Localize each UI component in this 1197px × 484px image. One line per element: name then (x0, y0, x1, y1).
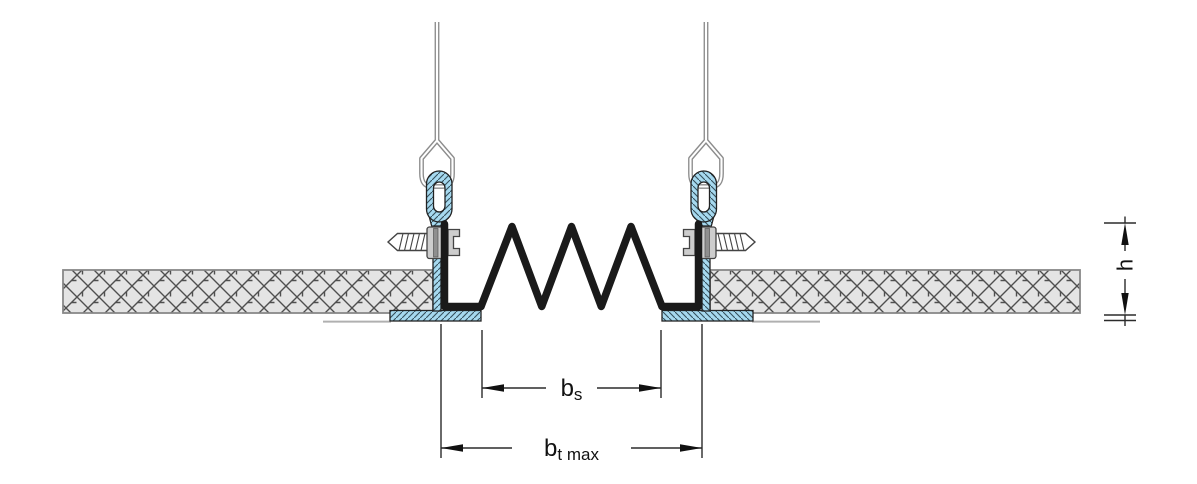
dimension-bt-max: bt max (440, 324, 703, 464)
dimension-h: h (1104, 216, 1138, 326)
dimension-bs: bs (481, 330, 662, 404)
bt-max-label: bt max (544, 435, 599, 464)
bs-label: bs (561, 375, 583, 404)
bellows-seal (477, 222, 666, 311)
h-label: h (1113, 259, 1138, 271)
